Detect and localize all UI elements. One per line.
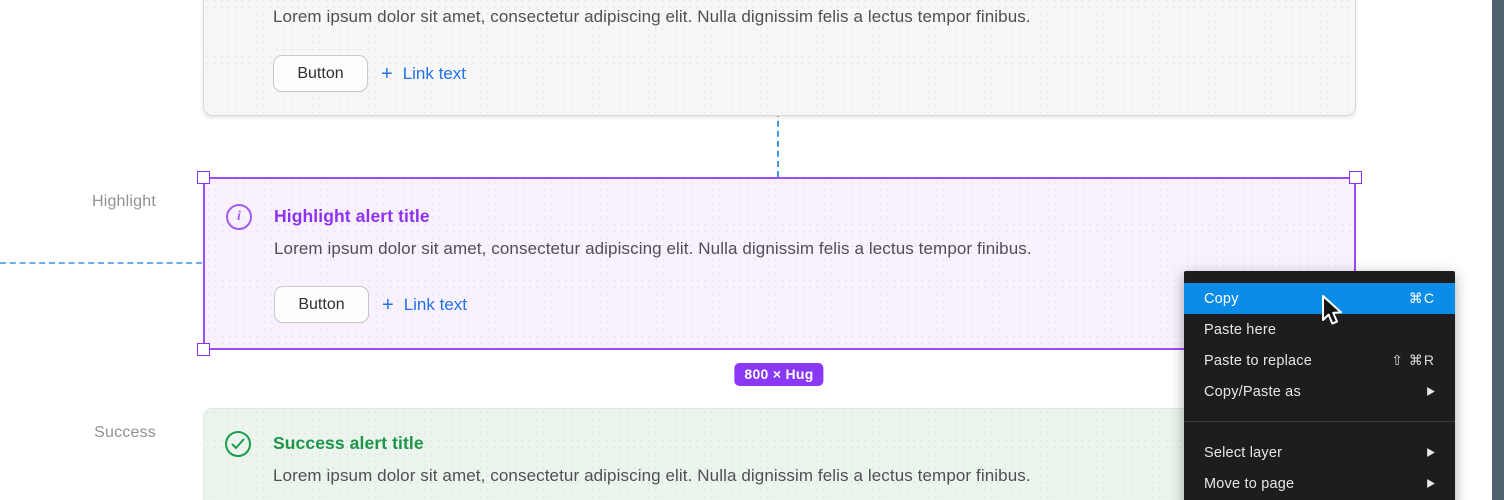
check-circle-icon (225, 431, 251, 457)
mouse-cursor-icon (1320, 295, 1348, 332)
selection-handle-top-right[interactable] (1349, 171, 1362, 184)
link-text: Link text (402, 63, 466, 83)
menu-shortcut: ⌘C (1408, 290, 1435, 306)
context-menu: Copy ⌘C Paste here Paste to replace ⇧ ⌘R… (1184, 271, 1455, 500)
submenu-arrow-icon: ▶ (1427, 446, 1435, 459)
plus-icon: + (381, 62, 393, 85)
selection-handle-top-left[interactable] (197, 171, 210, 184)
menu-item-label: Paste to replace (1204, 352, 1312, 369)
submenu-arrow-icon: ▶ (1427, 385, 1435, 398)
alert-body-text: Lorem ipsum dolor sit amet, consectetur … (273, 466, 1031, 485)
alert-card-success[interactable]: Success alert title Lorem ipsum dolor si… (203, 408, 1356, 500)
menu-shortcut: ⇧ ⌘R (1391, 352, 1435, 368)
layer-label-highlight[interactable]: Highlight (91, 193, 156, 210)
menu-item-select-layer[interactable]: Select layer ▶ (1184, 437, 1455, 468)
link-text: Link text (403, 294, 467, 314)
menu-item-label: Copy/Paste as (1204, 383, 1301, 400)
menu-separator (1184, 421, 1455, 422)
alert-title: Highlight alert title (274, 206, 430, 226)
alert-body-text: Lorem ipsum dolor sit amet, consectetur … (274, 239, 1032, 258)
menu-item-label: Copy (1204, 290, 1239, 307)
layer-label-success[interactable]: Success (94, 424, 156, 441)
menu-item-label: Select layer (1204, 444, 1283, 461)
side-panel-edge (1492, 0, 1504, 500)
alert-card-highlight[interactable]: i Highlight alert title Lorem ipsum dolo… (197, 171, 1362, 356)
menu-item-paste-to-replace[interactable]: Paste to replace ⇧ ⌘R (1184, 345, 1455, 376)
menu-item-label: Move to page (1204, 475, 1295, 492)
menu-item-paste-here[interactable]: Paste here (1184, 314, 1455, 345)
alert-action-button[interactable]: Button (274, 286, 369, 323)
menu-item-copy[interactable]: Copy ⌘C (1184, 283, 1455, 314)
menu-item-label: Paste here (1204, 321, 1277, 338)
submenu-arrow-icon: ▶ (1427, 477, 1435, 490)
alert-link[interactable]: + Link text (381, 55, 466, 92)
info-circle-icon: i (226, 204, 252, 230)
alert-action-button[interactable]: Button (273, 55, 368, 92)
horizontal-snap-guide (0, 262, 202, 264)
plus-icon: + (382, 293, 394, 316)
alert-title: Success alert title (273, 433, 424, 453)
menu-item-move-to-page[interactable]: Move to page ▶ (1184, 468, 1455, 499)
alert-card-default[interactable]: Lorem ipsum dolor sit amet, consectetur … (203, 0, 1356, 116)
alert-link[interactable]: + Link text (382, 286, 467, 323)
menu-item-copy-paste-as[interactable]: Copy/Paste as ▶ (1184, 376, 1455, 407)
alert-body-text: Lorem ipsum dolor sit amet, consectetur … (273, 7, 1031, 26)
selection-size-badge: 800 × Hug (734, 363, 824, 386)
selection-handle-bottom-left[interactable] (197, 343, 210, 356)
